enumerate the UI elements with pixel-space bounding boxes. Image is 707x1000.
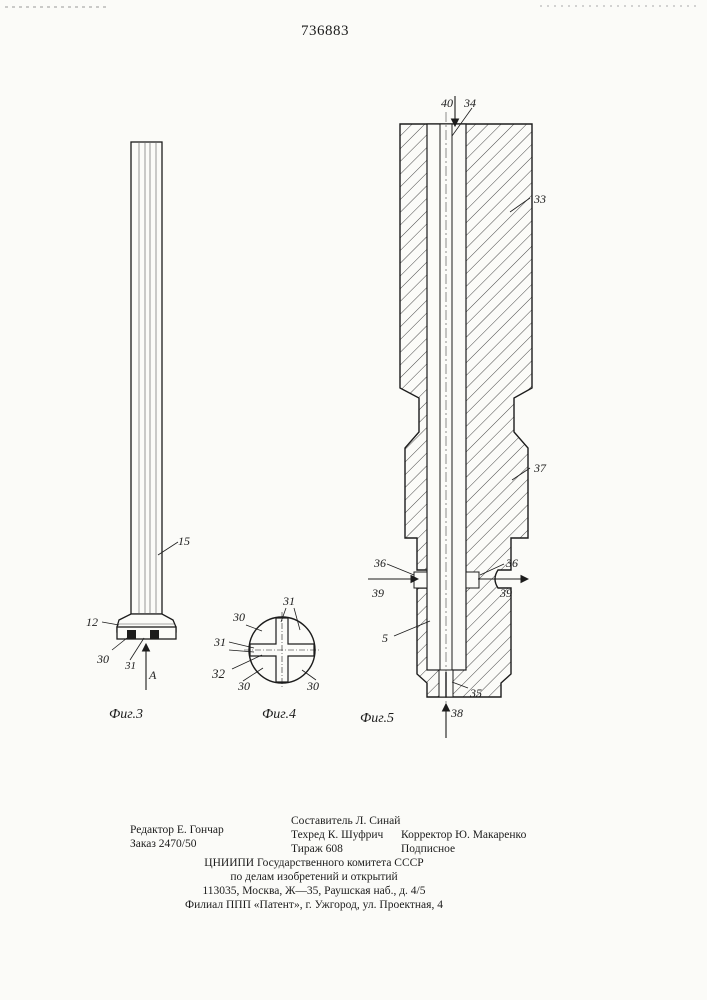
fig3-rod-drawing: 15 12 30 31 A Фиг.3 xyxy=(86,142,190,722)
fig3-label-12: 12 xyxy=(86,615,98,629)
order-number: Заказ 2470/50 xyxy=(130,837,224,851)
fig5-label-40: 40 xyxy=(441,96,453,110)
imprint-center: Составитель Л. Синай Техред К. Шуфрич Ти… xyxy=(291,814,400,856)
rod-body xyxy=(131,142,162,614)
fig5-label-36b: 36 xyxy=(505,556,518,570)
fig5-label-39b: 39 xyxy=(499,586,512,600)
fig3-label-15: 15 xyxy=(178,534,190,548)
corrector-credit: Корректор Ю. Макаренко xyxy=(401,828,526,842)
fig4-caption: Фиг.4 xyxy=(262,707,296,722)
fig4-label-31b: 31 xyxy=(213,635,226,649)
fig3-label-30: 30 xyxy=(96,652,109,666)
publisher-line-1: ЦНИИПИ Государственного комитета СССР xyxy=(168,856,460,870)
fig4-label-30a: 30 xyxy=(232,610,245,624)
publisher-line-3: 113035, Москва, Ж—35, Раушская наб., д. … xyxy=(168,884,460,898)
fig4-section-drawing: 30 31 31 32 30 30 Фиг.4 xyxy=(211,594,320,722)
imprint-right: Корректор Ю. Макаренко Подписное xyxy=(401,828,526,856)
side-port-left xyxy=(414,572,427,588)
editor-credit: Редактор Е. Гончар xyxy=(130,823,224,837)
fig5-nozzle-drawing: 40 34 33 37 36 36 39 39 5 35 38 Фиг.5 xyxy=(360,96,547,738)
fig5-caption: Фиг.5 xyxy=(360,711,394,726)
fig4-label-32: 32 xyxy=(211,666,226,681)
techred-credit: Техред К. Шуфрич xyxy=(291,828,400,842)
fig5-label-34: 34 xyxy=(463,96,476,110)
fig3-caption: Фиг.3 xyxy=(109,707,143,722)
head-slot xyxy=(127,630,136,639)
fig5-label-38: 38 xyxy=(450,706,463,720)
fig3-label-31: 31 xyxy=(124,660,136,672)
imprint-left: Редактор Е. Гончар Заказ 2470/50 xyxy=(130,823,224,851)
publisher-line-4: Филиал ППП «Патент», г. Ужгород, ул. Про… xyxy=(168,898,460,912)
side-port-right xyxy=(466,572,479,588)
fig5-label-35: 35 xyxy=(469,686,482,700)
fig5-label-39a: 39 xyxy=(371,586,384,600)
fig5-label-37: 37 xyxy=(533,461,547,475)
circulation: Тираж 608 xyxy=(291,842,400,856)
fig4-label-31a: 31 xyxy=(282,594,295,608)
publisher-block: ЦНИИПИ Государственного комитета СССР по… xyxy=(168,856,460,912)
fig5-label-5: 5 xyxy=(382,631,388,645)
publisher-line-2: по делам изобретений и открытий xyxy=(168,870,460,884)
fig5-label-33: 33 xyxy=(533,192,546,206)
fig3-label-a: A xyxy=(148,668,157,682)
subscription-note: Подписное xyxy=(401,842,526,856)
compiler-credit: Составитель Л. Синай xyxy=(291,814,400,828)
fig5-label-36a: 36 xyxy=(373,556,386,570)
head-slot xyxy=(150,630,159,639)
fig4-label-30b: 30 xyxy=(237,679,250,693)
fig4-label-30c: 30 xyxy=(306,679,319,693)
